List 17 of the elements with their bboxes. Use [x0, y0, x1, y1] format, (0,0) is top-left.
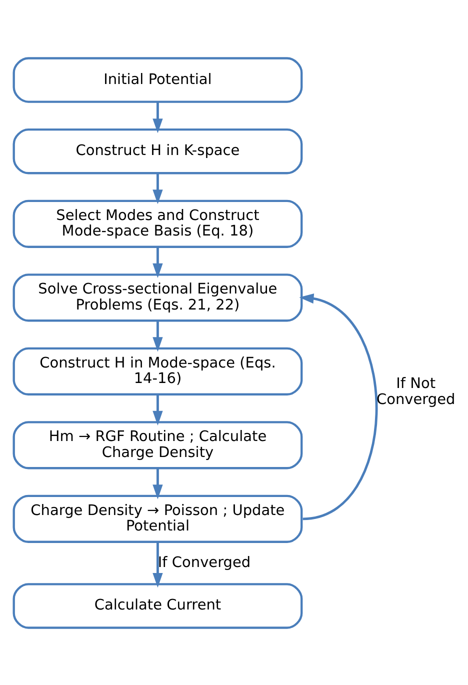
- arrow: [152, 394, 162, 425]
- node-box: Solve Cross-sectional Eigenvalue Problems (Eqs. 21, 22): [12, 273, 302, 322]
- node-box: Charge Density → Poisson ; Update Potential: [12, 494, 302, 542]
- node-box: Initial Potential: [12, 56, 302, 102]
- edge-label: If Converged: [157, 554, 250, 570]
- node-box: Calculate Current: [12, 582, 302, 628]
- arrow: [298, 292, 378, 520]
- node-box: Construct H in K-space: [12, 128, 302, 174]
- node-box: Construct H in Mode-space (Eqs. 14-16): [12, 346, 302, 395]
- arrow: [152, 468, 162, 499]
- arrow: [152, 101, 162, 133]
- node-box: Select Modes and Construct Mode-space Basis (Eq. 18): [12, 199, 302, 248]
- arrow: [152, 246, 162, 278]
- arrow: [152, 320, 162, 352]
- node-box: Hm → RGF Routine ; Calculate Charge Density: [12, 420, 302, 469]
- arrow: [152, 541, 162, 588]
- arrow: [152, 172, 162, 204]
